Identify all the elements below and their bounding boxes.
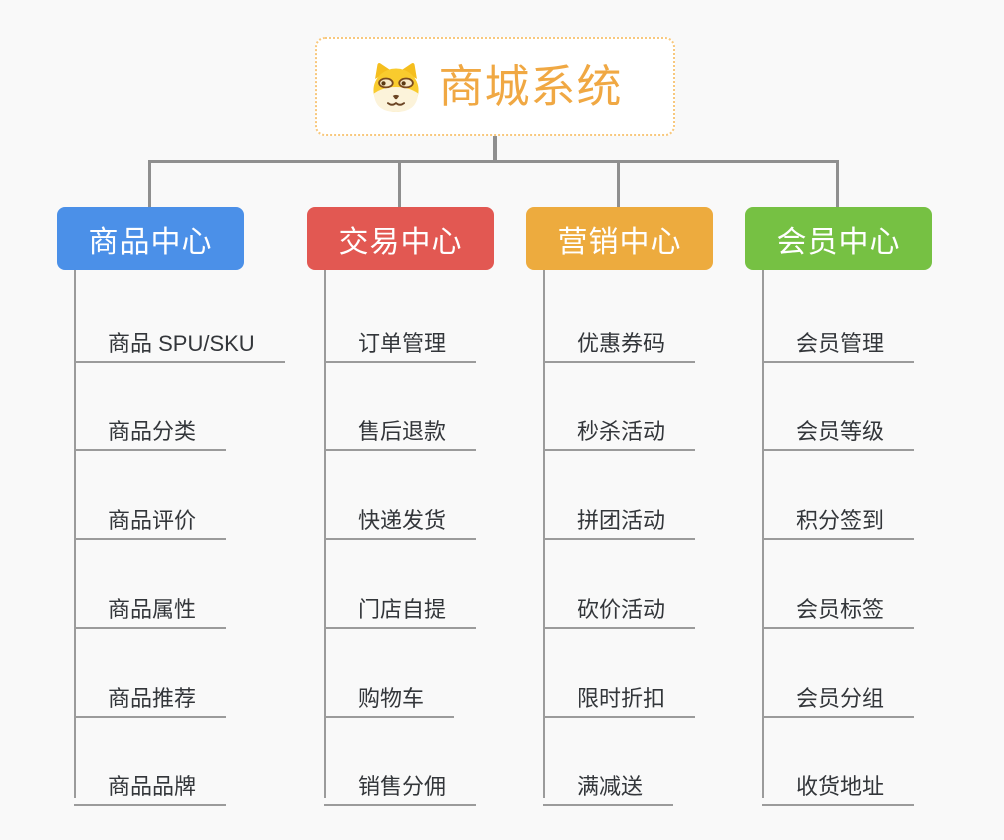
connector-branch-stub-member	[836, 160, 839, 207]
branch-label: 营销中心	[557, 225, 682, 259]
connector-root-stub	[493, 136, 497, 162]
branch-member-center: 会员中心 会员管理 会员等级 积分签到 会员标签 会员分组 收货地址	[745, 207, 932, 806]
leaf-node[interactable]: 会员等级	[762, 401, 915, 451]
leaf-node[interactable]: 商品推荐	[74, 668, 227, 718]
leaf-node[interactable]: 会员标签	[762, 579, 915, 629]
leaf-node[interactable]: 商品分类	[74, 401, 227, 451]
branch-label: 商品中心	[88, 225, 213, 259]
branch-node-product-center[interactable]: 商品中心	[57, 207, 244, 270]
leaf-node[interactable]: 购物车	[324, 668, 455, 718]
leaf-node[interactable]: 售后退款	[324, 401, 477, 451]
leaf-node[interactable]: 积分签到	[762, 490, 915, 540]
root-node[interactable]: 商城系统	[315, 37, 675, 136]
branch-node-trade-center[interactable]: 交易中心	[307, 207, 494, 270]
leaf-node[interactable]: 商品品牌	[74, 756, 227, 806]
connector-branch-stub-marketing	[617, 160, 620, 207]
leaf-node[interactable]: 会员分组	[762, 668, 915, 718]
connector-branch-stub-product	[148, 160, 151, 207]
branch-trade-center: 交易中心 订单管理 售后退款 快递发货 门店自提 购物车 销售分佣	[307, 207, 494, 806]
leaf-node[interactable]: 商品 SPU/SKU	[74, 313, 285, 363]
branch-trunk-line	[543, 270, 545, 798]
leaf-node[interactable]: 拼团活动	[543, 490, 696, 540]
leaf-node[interactable]: 快递发货	[324, 490, 477, 540]
dog-icon	[367, 58, 425, 116]
branch-trunk-line	[762, 270, 764, 798]
branch-label: 会员中心	[776, 225, 901, 259]
leaf-node[interactable]: 销售分佣	[324, 756, 477, 806]
branch-product-center: 商品中心 商品 SPU/SKU 商品分类 商品评价 商品属性 商品推荐 商品品牌	[57, 207, 285, 806]
leaf-node[interactable]: 满减送	[543, 756, 674, 806]
branch-marketing-center: 营销中心 优惠券码 秒杀活动 拼团活动 砍价活动 限时折扣 满减送	[526, 207, 713, 806]
branch-node-member-center[interactable]: 会员中心	[745, 207, 932, 270]
connector-branch-stub-trade	[398, 160, 401, 207]
leaf-node[interactable]: 门店自提	[324, 579, 477, 629]
leaf-node[interactable]: 秒杀活动	[543, 401, 696, 451]
leaf-node[interactable]: 会员管理	[762, 313, 915, 363]
branch-node-marketing-center[interactable]: 营销中心	[526, 207, 713, 270]
leaf-node[interactable]: 限时折扣	[543, 668, 696, 718]
leaf-node[interactable]: 收货地址	[762, 756, 915, 806]
root-title: 商城系统	[438, 61, 623, 112]
leaf-node[interactable]: 商品评价	[74, 490, 227, 540]
branch-trunk-line	[324, 270, 326, 798]
leaf-node[interactable]: 优惠券码	[543, 313, 696, 363]
branch-trunk-line	[74, 270, 76, 798]
leaf-node[interactable]: 订单管理	[324, 313, 477, 363]
connector-rail	[148, 160, 839, 163]
leaf-node[interactable]: 砍价活动	[543, 579, 696, 629]
leaf-node[interactable]: 商品属性	[74, 579, 227, 629]
branch-label: 交易中心	[338, 225, 463, 259]
